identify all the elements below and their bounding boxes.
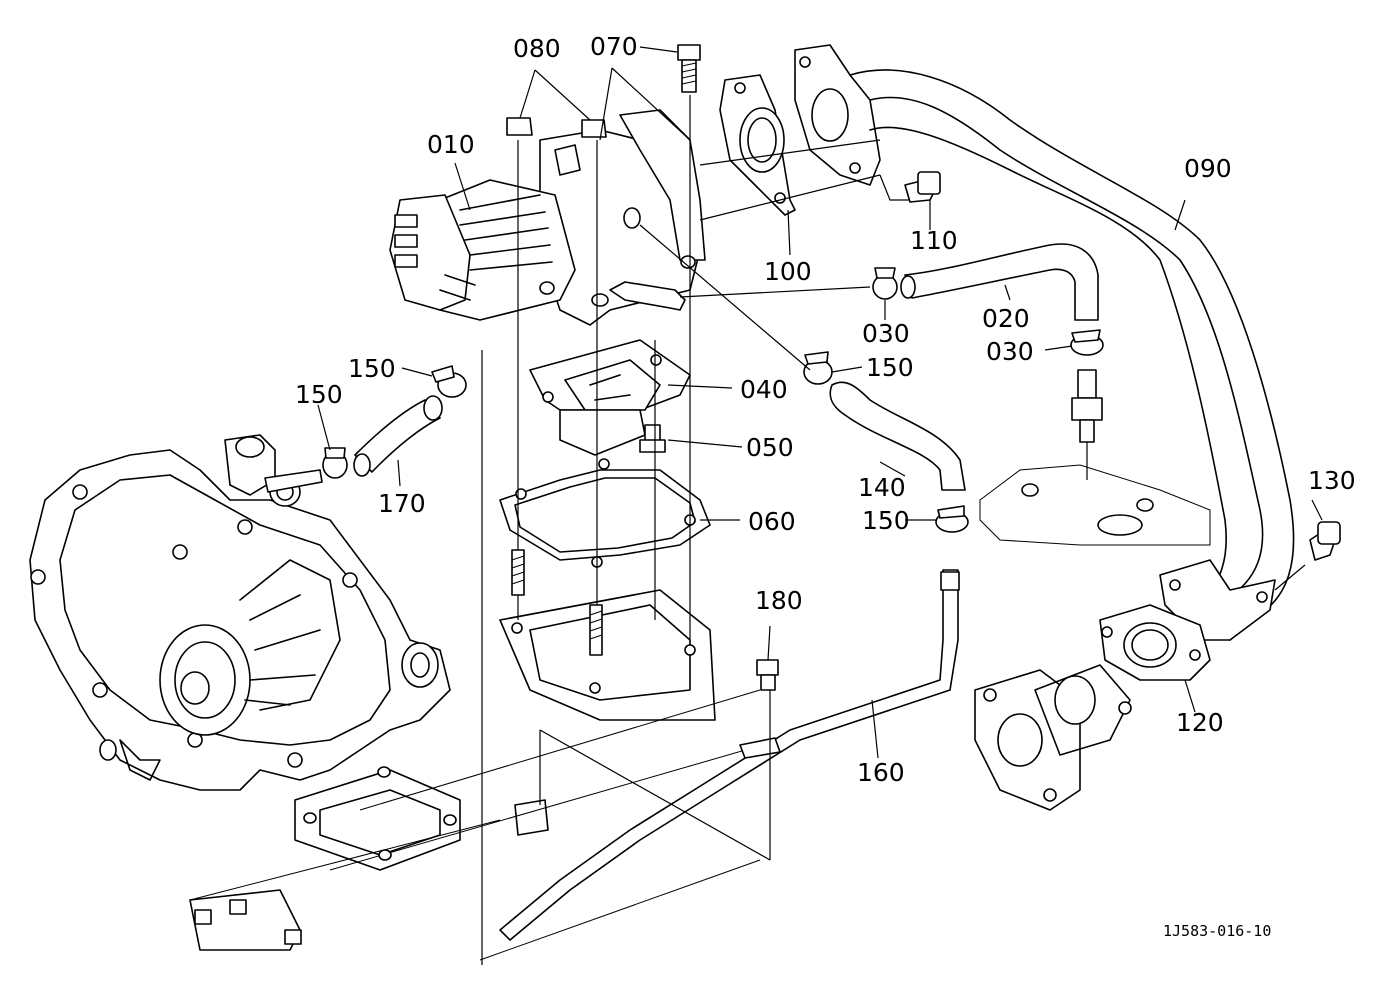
bolt-180 — [756, 659, 779, 691]
label-160: 160 — [857, 758, 905, 787]
egr-adapter-040 — [529, 339, 691, 456]
label-110: 110 — [910, 226, 958, 255]
clamp-030-upper — [872, 267, 898, 300]
label-170: 170 — [378, 489, 426, 518]
fitting-connector — [1071, 369, 1103, 480]
bolt-130 — [1309, 521, 1341, 561]
label-150-low: 150 — [862, 506, 910, 535]
hose-140 — [829, 381, 966, 491]
label-020: 020 — [982, 304, 1030, 333]
egr-pipe-090 — [794, 44, 1295, 641]
label-140: 140 — [858, 473, 906, 502]
label-120: 120 — [1176, 708, 1224, 737]
pipe-stub-left — [264, 469, 323, 493]
diagram-reference-code: 1J583-016-10 — [1163, 922, 1271, 940]
part-labels: 080 070 010 090 110 100 020 030 030 150 … — [295, 32, 1356, 940]
label-070: 070 — [590, 32, 638, 61]
label-090: 090 — [1184, 154, 1232, 183]
label-150-mid: 150 — [866, 353, 914, 382]
studs-and-nuts — [506, 44, 701, 656]
gasket-060 — [499, 458, 711, 568]
label-030-lower: 030 — [986, 337, 1034, 366]
bolt-110 — [904, 171, 941, 203]
label-040: 040 — [740, 375, 788, 404]
gasket-120 — [1099, 604, 1211, 681]
gasket-100 — [719, 74, 796, 216]
hose-170 — [353, 395, 443, 477]
clamp-030-lower — [1070, 329, 1104, 356]
engine-block-outline — [189, 464, 1211, 961]
label-050: 050 — [746, 433, 794, 462]
label-150-left-upper: 150 — [348, 354, 396, 383]
label-100: 100 — [764, 257, 812, 286]
label-180: 180 — [755, 586, 803, 615]
hose-020 — [900, 243, 1099, 321]
label-130: 130 — [1308, 466, 1356, 495]
label-030-upper: 030 — [862, 319, 910, 348]
water-pump-housing — [29, 434, 451, 791]
label-150-left-lower: 150 — [295, 380, 343, 409]
label-060: 060 — [748, 507, 796, 536]
clamp-150-low — [935, 505, 969, 533]
leader-lines — [317, 46, 1323, 965]
clamp-150-left-upper — [431, 365, 467, 398]
label-080: 080 — [513, 34, 561, 63]
clamp-150-left-lower — [322, 447, 348, 479]
egr-valve — [389, 109, 706, 326]
label-010: 010 — [427, 130, 475, 159]
